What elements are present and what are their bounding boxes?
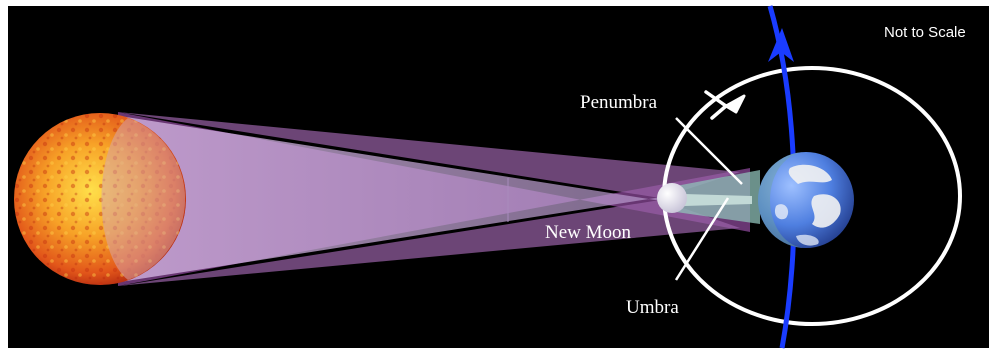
umbra-label: Umbra (626, 297, 679, 318)
sun (14, 113, 186, 285)
scale-note: Not to Scale (884, 24, 966, 41)
penumbra-label: Penumbra (580, 92, 658, 113)
new-moon-label: New Moon (545, 222, 632, 243)
new-moon (657, 183, 687, 213)
umbra-core (684, 194, 752, 206)
earth (758, 152, 854, 248)
